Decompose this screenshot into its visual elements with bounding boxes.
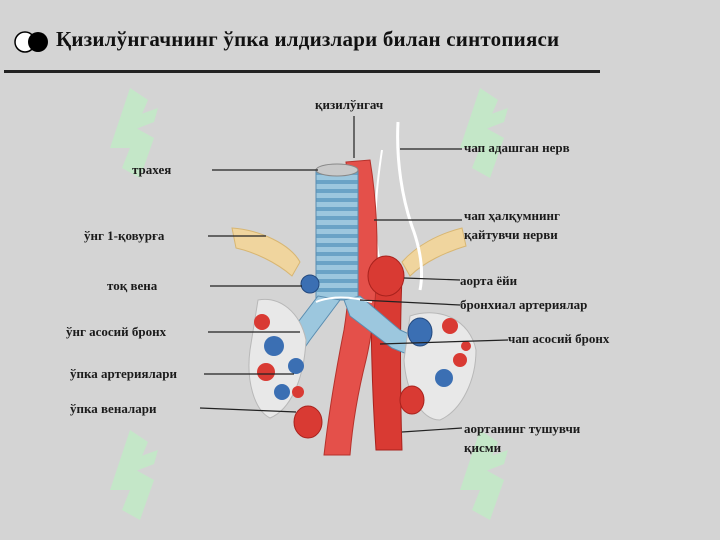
sofi-logo-icon — [460, 88, 508, 178]
watermark-logos — [110, 88, 508, 520]
label-esophagus: қизилўнгач — [315, 97, 384, 112]
sofi-logo-icon — [110, 430, 158, 520]
label-azygos-vein: тоқ вена — [107, 278, 158, 293]
label-descending-aorta-2: қисми — [464, 440, 502, 455]
label-left-vagus-nerve: чап адашган нерв — [464, 140, 570, 155]
label-left-recurrent-nerve-2: қайтувчи нерви — [464, 227, 558, 242]
label-descending-aorta-1: аортанинг тушувчи — [464, 421, 581, 436]
label-left-recurrent-nerve-1: чап ҳалқумнинг — [464, 208, 560, 223]
right-lung-root — [248, 298, 323, 439]
label-pulmonary-arteries: ўпка артериялари — [70, 366, 178, 381]
left-first-rib — [401, 227, 467, 277]
label-bronchial-arteries: бронхиал артериялар — [460, 297, 588, 312]
label-aortic-arch: аорта ёйи — [460, 273, 518, 288]
title-underline — [4, 70, 600, 73]
sofi-logo-icon — [110, 88, 158, 178]
label-trachea: трахея — [132, 162, 172, 177]
left-vagus-nerve — [396, 121, 424, 291]
label-right-first-rib: ўнг 1-қовурға — [84, 228, 165, 243]
label-right-main-bronchus: ўнг асосий бронх — [66, 324, 167, 339]
slide-title: Қизилўнгачнинг ўпка илдизлари билан синт… — [56, 27, 560, 51]
bullet-circles-icon — [14, 31, 48, 53]
aortic-arch — [367, 255, 405, 297]
right-first-rib — [231, 227, 301, 277]
left-lung-root — [399, 312, 477, 421]
azygos-vein — [300, 274, 320, 294]
label-left-main-bronchus: чап асосий бронх — [508, 331, 610, 346]
sofi-logo-icon — [460, 430, 508, 520]
label-pulmonary-veins: ўпка веналари — [70, 401, 157, 416]
leader-lines — [199, 116, 509, 433]
trachea — [315, 169, 359, 301]
